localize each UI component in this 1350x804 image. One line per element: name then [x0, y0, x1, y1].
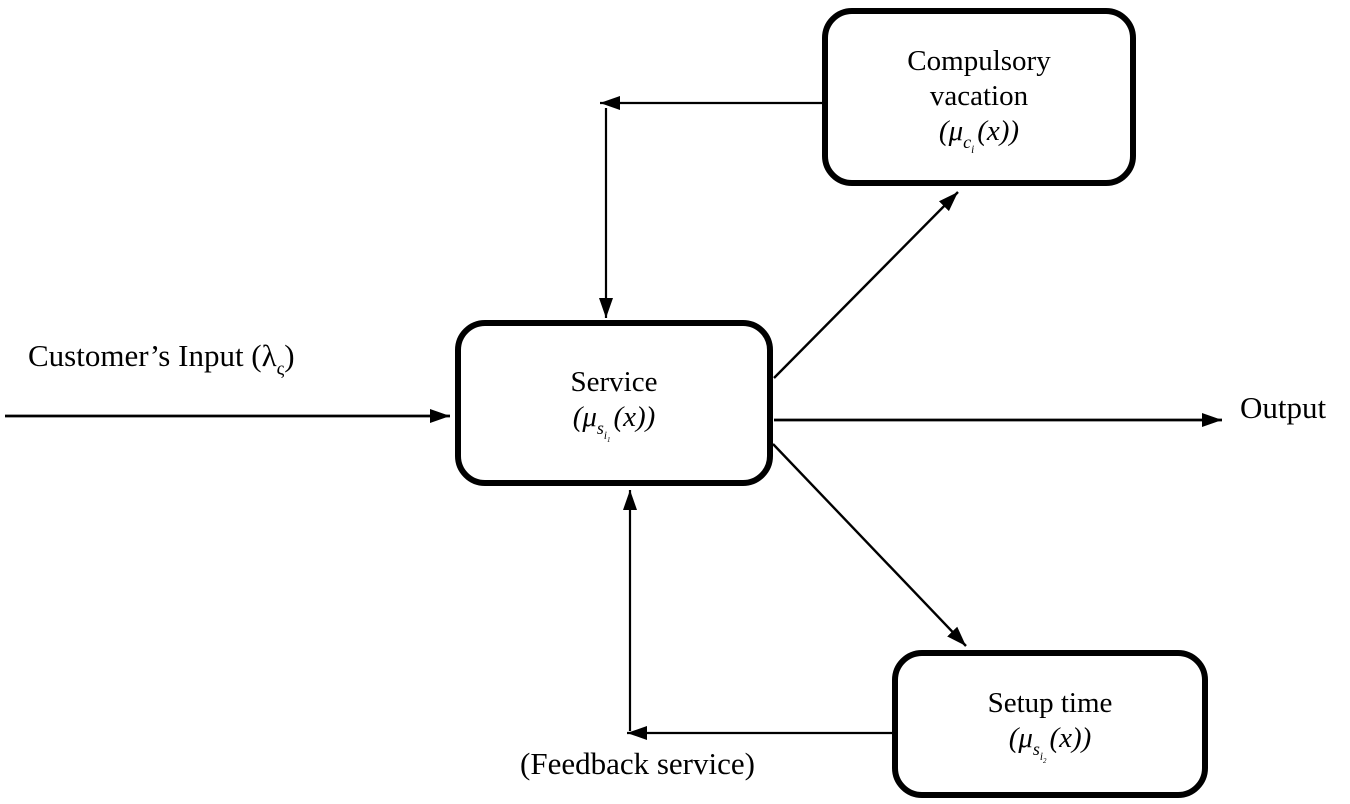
service-title: Service — [570, 365, 658, 398]
service-to-setup-arrow — [772, 443, 967, 647]
setup-time-title: Setup time — [987, 686, 1113, 719]
compulsory-vacation-title-line1: Compulsory — [907, 44, 1051, 77]
setup-time-box: Setup time (μsi2(x)) — [892, 650, 1208, 798]
setup-time-rate-formula: (μsi2(x)) — [1008, 722, 1092, 766]
service-box: Service (μsi1(x)) — [455, 320, 773, 486]
service-rate-formula: (μsi1(x)) — [572, 401, 656, 445]
feedback-service-label: (Feedback service) — [520, 746, 755, 781]
customer-input-label: Customer’s Input (λς) — [28, 338, 295, 380]
output-label: Output — [1240, 390, 1327, 425]
compulsory-vacation-rate-formula: (μci(x)) — [938, 115, 1020, 157]
service-to-vacation-arrow — [773, 191, 959, 379]
compulsory-vacation-title-line2: vacation — [929, 79, 1029, 112]
compulsory-vacation-box: Compulsory vacation (μci(x)) — [822, 8, 1136, 186]
